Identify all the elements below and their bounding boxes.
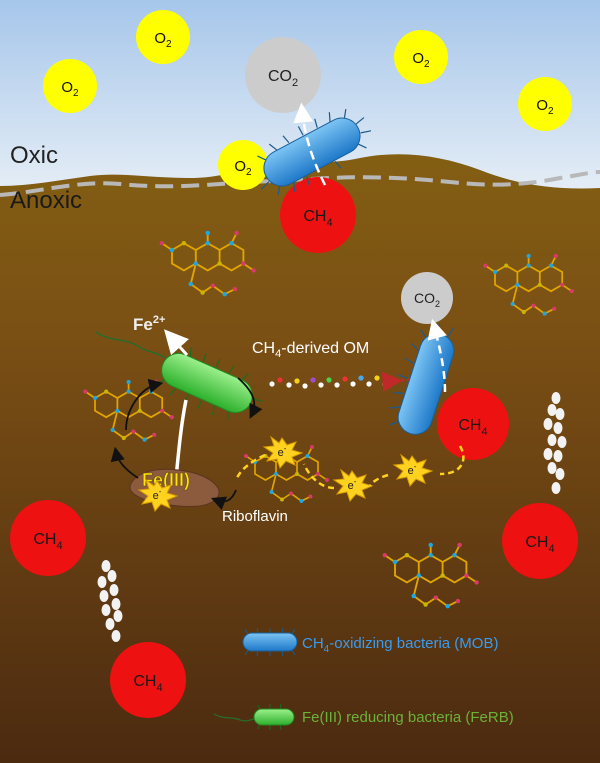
electron-icon: e- <box>332 468 374 502</box>
legend: CH4-oxidizing bacteria (MOB) Fe(III) red… <box>213 627 514 731</box>
co2-molecule: CO2 <box>401 272 453 324</box>
co2-molecule: CO2 <box>245 37 321 113</box>
legend-mob-label: CH4-oxidizing bacteria (MOB) <box>302 635 498 655</box>
oxic-label: Oxic <box>10 142 58 169</box>
svg-text:e-: e- <box>408 462 417 477</box>
svg-text:CO2: CO2 <box>414 290 440 309</box>
electron-flow-path <box>234 445 465 490</box>
fe2-output-arrow <box>163 329 189 357</box>
electron-transfer-arrow <box>110 446 139 479</box>
svg-text:O2: O2 <box>154 30 172 50</box>
fe3-label: Fe(III) <box>142 470 190 490</box>
legend-ferb-label: Fe(III) reducing bacteria (FeRB) <box>302 709 514 726</box>
svg-text:e-: e- <box>278 444 287 459</box>
ch4-molecule: CH4 <box>280 177 356 253</box>
ch4-derived-om-label: CH4-derived OM <box>252 340 369 360</box>
ch4-molecule: CH4 <box>502 503 578 579</box>
methane-bubbles <box>97 560 123 642</box>
svg-text:O2: O2 <box>536 97 554 117</box>
electron-transfer-arrow <box>237 377 263 419</box>
oxidation-arrow <box>427 318 447 393</box>
electron-icon: e- <box>392 453 434 487</box>
electron-icon: e- <box>262 435 304 469</box>
electron-transfer-arrow <box>125 378 164 431</box>
svg-text:CO2: CO2 <box>268 68 298 89</box>
svg-text:O2: O2 <box>234 158 252 178</box>
legend-mob-icon <box>242 627 298 657</box>
methane-bubbles <box>543 392 567 494</box>
svg-text:CH4: CH4 <box>133 673 162 694</box>
legend-ferb-icon <box>253 703 295 731</box>
oxidation-arrow <box>293 102 327 186</box>
ch4-molecule: CH4 <box>437 388 509 460</box>
o2-molecule: O2 <box>136 10 190 64</box>
svg-text:CH4: CH4 <box>303 208 332 229</box>
ferb-flagellum <box>95 331 173 363</box>
svg-text:CH4: CH4 <box>33 531 62 552</box>
o2-molecule: O2 <box>218 140 268 190</box>
svg-text:CH4: CH4 <box>458 417 487 438</box>
svg-text:e-: e- <box>348 477 357 492</box>
electron-icon: e- <box>137 478 179 512</box>
ch4-molecule: CH4 <box>10 500 86 576</box>
o2-molecule: O2 <box>43 59 97 113</box>
svg-text:O2: O2 <box>412 50 430 70</box>
svg-text:e-: e- <box>153 487 162 502</box>
o2-molecule: O2 <box>394 30 448 84</box>
ch4-molecule: CH4 <box>110 642 186 718</box>
anoxic-label: Anoxic <box>10 187 82 214</box>
svg-text:O2: O2 <box>61 79 79 99</box>
o2-molecule: O2 <box>518 77 572 131</box>
legend-ferb-flagellum <box>213 713 255 722</box>
svg-text:CH4: CH4 <box>525 534 554 555</box>
fe2-label: Fe2+ <box>133 314 165 334</box>
electron-transfer-arrow <box>210 489 237 511</box>
riboflavin-label: Riboflavin <box>222 508 288 525</box>
